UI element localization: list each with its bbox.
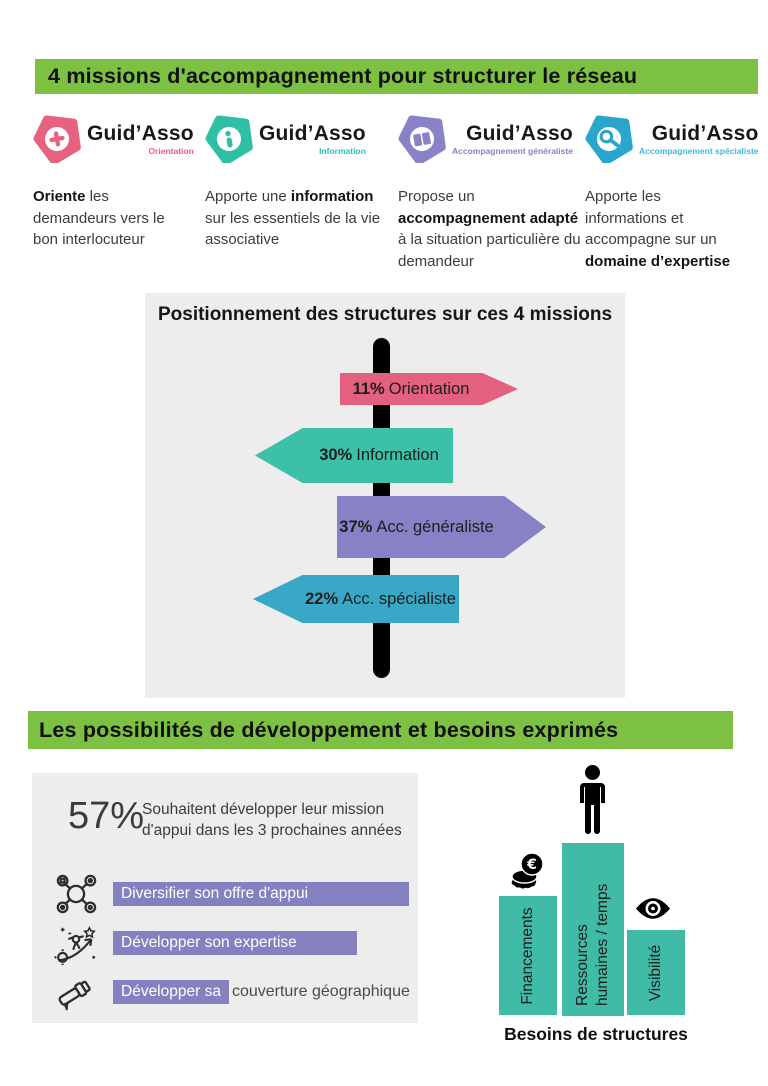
guidasso-orientation-logo: Guid’Asso Orientation (33, 113, 194, 165)
development-chart: 57% Souhaitent développer leur mission d… (32, 773, 418, 1023)
dev-bar-after-text: couverture géographique (231, 983, 410, 1000)
telescope-icon (52, 969, 100, 1015)
person-icon (580, 765, 605, 834)
needs-bar-label: Ressources humaines / temps (574, 883, 611, 1006)
positioning-chart: Positionnement des structures sur ces 4 … (145, 293, 625, 698)
arrow-label: Orientation (388, 379, 470, 398)
brand-tagline: Information (319, 146, 366, 156)
mission-description: Apporte une information sur les essentie… (205, 188, 381, 248)
dev-bar-row: Développer son expertise (52, 920, 357, 966)
arrow-acc-generaliste: 37% Acc. généraliste (337, 496, 546, 558)
needs-bar-label: Visibilité (647, 944, 664, 1001)
mission-acc-specialiste: Guid’Asso Accompagnement spécialiste App… (585, 113, 759, 270)
arrow-acc-specialiste: 22% Acc. spécialiste (253, 575, 459, 623)
arrow-label: Information (356, 446, 439, 464)
arrow-value: 30% (319, 446, 353, 464)
section-title-missions: 4 missions d'accompagnement pour structu… (35, 59, 758, 94)
needs-bar-visibilite: Visibilité (627, 930, 685, 1015)
section-title-development: Les possibilités de développement et bes… (28, 711, 733, 749)
information-badge-icon (205, 115, 253, 163)
brand-name: Guid’Asso (259, 122, 366, 145)
brand-name: Guid’Asso (651, 122, 759, 145)
dev-bar: Développer son expertise (113, 931, 357, 955)
svg-text:€: € (526, 857, 537, 873)
brand-name: Guid’Asso (87, 122, 194, 145)
open-book-badge-icon (398, 115, 446, 163)
coins-euro-icon: € (511, 852, 544, 889)
dev-bar-row: Diversifier son offre d'appui (52, 871, 409, 917)
arrow-value: 11% (352, 379, 385, 398)
stat-value: 57% (68, 795, 145, 837)
arrow-value: 37% (339, 517, 373, 536)
stat-caption: Souhaitent développer leur mission d'app… (142, 801, 402, 839)
needs-bar-label: Financements (519, 906, 536, 1005)
mission-description: Oriente les demandeurs vers le bon inter… (33, 188, 165, 248)
guidasso-specialiste-logo: Guid’Asso Accompagnement spécialiste (585, 113, 759, 165)
growth-icon (52, 920, 100, 966)
dev-bar: Développer sa (113, 980, 229, 1004)
magnifier-badge-icon (585, 115, 633, 163)
arrow-label: Acc. spécialiste (342, 589, 456, 608)
brand-tagline: Accompagnement spécialiste (639, 146, 759, 156)
needs-bar-ressources-humaines: Ressources humaines / temps (562, 843, 624, 1016)
mission-description: Propose un accompagnement adapté à la si… (398, 188, 581, 270)
chart-title: Positionnement des structures sur ces 4 … (157, 304, 613, 325)
network-icon (52, 871, 100, 917)
dev-bar-row: Développer sa couverture géographique (52, 969, 410, 1015)
needs-bar-financements: Financements (499, 896, 557, 1015)
needs-chart-title: Besoins de structures (504, 1024, 688, 1044)
arrow-orientation: 11% Orientation (340, 373, 518, 405)
brand-name: Guid’Asso (466, 122, 573, 145)
mission-description: Apporte les informations et accompagne s… (585, 188, 731, 270)
dev-bar: Diversifier son offre d'appui (113, 882, 409, 906)
brand-tagline: Orientation (148, 146, 194, 156)
eye-icon (636, 898, 670, 919)
guidasso-information-logo: Guid’Asso Information (205, 113, 366, 165)
arrow-information: 30% Information (255, 428, 453, 483)
orientation-badge-icon (33, 115, 81, 163)
mission-orientation: Guid’Asso Orientation Oriente les demand… (33, 113, 194, 248)
mission-information: Guid’Asso Information Apporte une inform… (205, 113, 380, 248)
brand-tagline: Accompagnement généraliste (452, 146, 573, 156)
mission-acc-generaliste: Guid’Asso Accompagnement généraliste Pro… (398, 113, 581, 270)
arrow-label: Acc. généraliste (376, 517, 494, 536)
arrow-value: 22% (305, 589, 339, 608)
guidasso-generaliste-logo: Guid’Asso Accompagnement généraliste (398, 113, 573, 165)
